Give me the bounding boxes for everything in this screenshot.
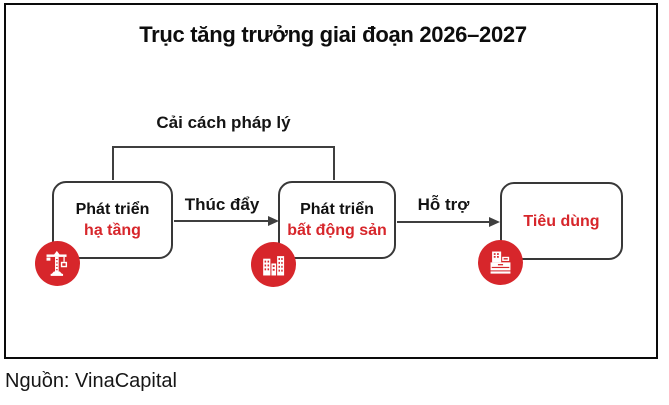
arrow-head-2 (489, 216, 500, 227)
node-real-estate: Phát triển bất động sản (278, 181, 396, 259)
arrow-line-1 (174, 220, 269, 222)
diagram-title: Trục tăng trưởng giai đoạn 2026–2027 (139, 22, 527, 47)
node-infrastructure-line2: hạ tầng (84, 222, 141, 239)
arrow-label-support: Hỗ trợ (417, 195, 470, 214)
arrow-label-boost: Thúc đẩy (184, 195, 260, 214)
node-consumption: Tiêu dùng (500, 182, 623, 260)
bracket-connector (112, 146, 335, 180)
node-infrastructure-line1: Phát triển (75, 201, 150, 218)
arrow-head-1 (268, 215, 279, 226)
arrow-line-2 (397, 221, 490, 223)
cash-register-icon (478, 240, 523, 285)
crane-icon (35, 241, 80, 286)
node-consumption-line1: Tiêu dùng (523, 212, 600, 230)
bracket-label: Cải cách pháp lý (156, 113, 291, 132)
source-credit: Nguồn: VinaCapital (5, 370, 177, 392)
buildings-icon (251, 242, 296, 287)
node-real-estate-line2: bất động sản (287, 222, 387, 239)
node-real-estate-line1: Phát triển (300, 201, 374, 218)
